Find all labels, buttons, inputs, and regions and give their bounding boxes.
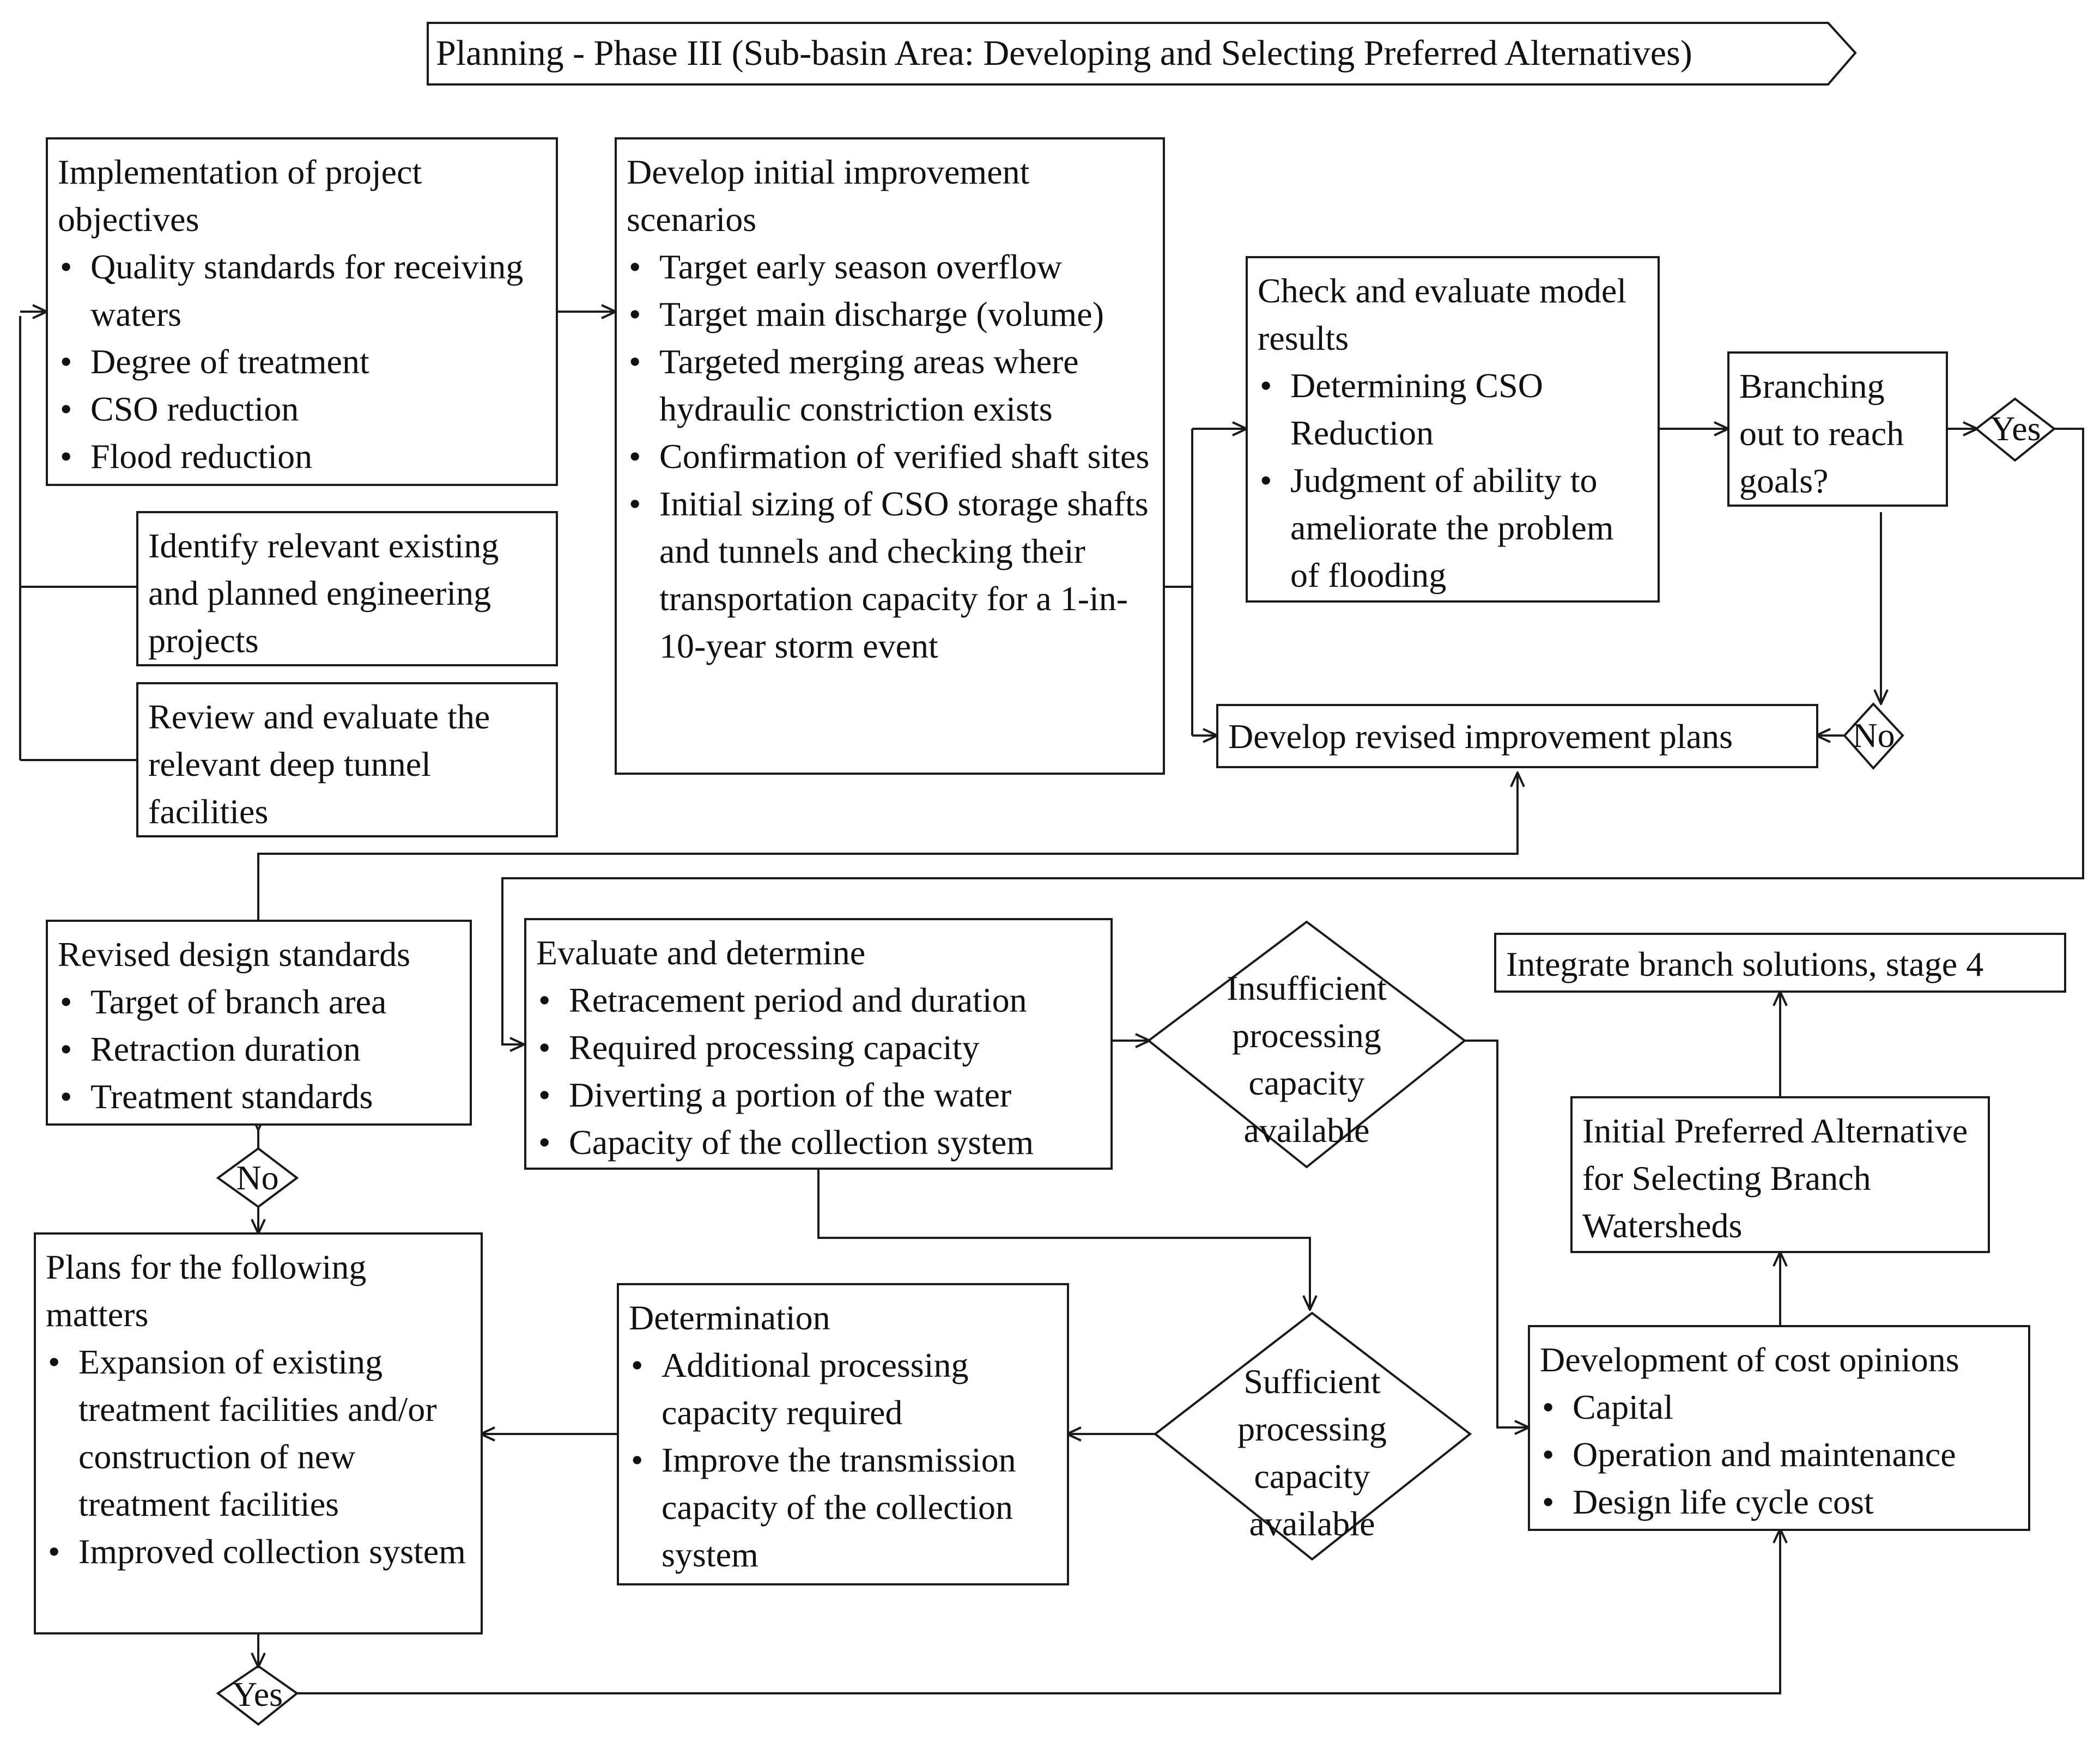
connector-insufficient-to-cost bbox=[1465, 1040, 1528, 1427]
cost-opinions-item: Capital bbox=[1540, 1383, 2018, 1431]
insufficient-label: Insufficient processing capacity availab… bbox=[1227, 969, 1387, 1150]
decision-sufficient bbox=[1153, 1311, 1472, 1561]
objectives-title: Implementation of project objectives bbox=[58, 153, 422, 239]
check-title: Check and evaluate model results bbox=[1258, 271, 1627, 357]
initial-scenarios-box: Develop initial improvement scenarios Ta… bbox=[615, 137, 1165, 775]
determination-title: Determination bbox=[629, 1298, 830, 1337]
evaluate-list: Retracement period and duration Required… bbox=[536, 976, 1101, 1166]
initial-scenarios-item: Target early season overflow bbox=[627, 243, 1153, 290]
decision-no-left bbox=[216, 1147, 299, 1208]
evaluate-item: Retracement period and duration bbox=[536, 976, 1101, 1024]
objectives-item: Degree of treatment bbox=[58, 338, 546, 385]
banner-title: Planning - Phase III (Sub-basin Area: De… bbox=[436, 33, 1692, 73]
revised-standards-item: Target of branch area bbox=[58, 978, 460, 1025]
evaluate-title: Evaluate and determine bbox=[536, 933, 866, 972]
review-text: Review and evaluate the relevant deep tu… bbox=[148, 697, 490, 831]
decision-yes-top bbox=[1974, 397, 2056, 462]
initial-preferred-text: Initial Preferred Alternative for Select… bbox=[1582, 1111, 1968, 1245]
cost-opinions-list: Capital Operation and maintenance Design… bbox=[1540, 1383, 2018, 1526]
evaluate-item: Diverting a portion of the water bbox=[536, 1071, 1101, 1119]
connector-evaluate-to-sufficient bbox=[817, 1169, 1310, 1309]
evaluate-item: Required processing capacity bbox=[536, 1024, 1101, 1071]
revised-plans-text: Develop revised improvement plans bbox=[1228, 717, 1733, 756]
branching-text: Branching out to reach goals? bbox=[1739, 367, 1904, 500]
objectives-item: CSO reduction bbox=[58, 385, 546, 433]
decision-yes-bottom bbox=[216, 1664, 299, 1726]
determination-box: Determination Additional processing capa… bbox=[617, 1283, 1069, 1585]
revised-standards-box: Revised design standards Target of branc… bbox=[46, 920, 472, 1126]
revised-standards-title: Revised design standards bbox=[58, 935, 410, 974]
initial-scenarios-list: Target early season overflow Target main… bbox=[627, 243, 1153, 670]
connector-yes-route bbox=[501, 428, 2084, 1044]
initial-preferred-box: Initial Preferred Alternative for Select… bbox=[1570, 1096, 1990, 1253]
objectives-item: Quality standards for receiving waters bbox=[58, 243, 546, 338]
evaluate-item: Capacity of the collection system bbox=[536, 1119, 1101, 1166]
objectives-list: Quality standards for receiving waters D… bbox=[58, 243, 546, 480]
revised-standards-list: Target of branch area Retraction duratio… bbox=[58, 978, 460, 1120]
check-item: Judgment of ability to ameliorate the pr… bbox=[1258, 457, 1648, 599]
plans-following-item: Expansion of existing treatment faciliti… bbox=[46, 1338, 471, 1528]
no-top-label: No bbox=[1852, 716, 1895, 755]
cost-opinions-item: Design life cycle cost bbox=[1540, 1478, 2018, 1526]
initial-scenarios-title: Develop initial improvement scenarios bbox=[627, 153, 1030, 239]
revised-standards-item: Treatment standards bbox=[58, 1073, 460, 1120]
no-left-label: No bbox=[236, 1158, 279, 1197]
plans-following-title: Plans for the following matters bbox=[46, 1248, 367, 1334]
determination-item: Improve the transmission capacity of the… bbox=[629, 1436, 1057, 1578]
determination-list: Additional processing capacity required … bbox=[629, 1341, 1057, 1578]
yes-bottom-label: Yes bbox=[232, 1675, 283, 1713]
sufficient-label: Sufficient processing capacity available bbox=[1237, 1362, 1387, 1543]
check-list: Determining CSO Reduction Judgment of ab… bbox=[1258, 362, 1648, 599]
integrate-box: Integrate branch solutions, stage 4 bbox=[1494, 933, 2066, 993]
plans-following-list: Expansion of existing treatment faciliti… bbox=[46, 1338, 471, 1575]
objectives-box: Implementation of project objectives Qua… bbox=[46, 137, 558, 486]
plans-following-item: Improved collection system bbox=[46, 1528, 471, 1575]
evaluate-box: Evaluate and determine Retracement perio… bbox=[524, 918, 1113, 1170]
yes-top-label: Yes bbox=[1990, 409, 2041, 448]
cost-opinions-title: Development of cost opinions bbox=[1540, 1340, 1959, 1379]
review-box: Review and evaluate the relevant deep tu… bbox=[136, 682, 558, 837]
revised-plans-box: Develop revised improvement plans bbox=[1216, 704, 1818, 768]
initial-scenarios-item: Confirmation of verified shaft sites bbox=[627, 433, 1153, 480]
decision-insufficient bbox=[1146, 920, 1467, 1169]
initial-scenarios-item: Initial sizing of CSO storage shafts and… bbox=[627, 480, 1153, 670]
check-box: Check and evaluate model results Determi… bbox=[1246, 256, 1660, 603]
initial-scenarios-item: Targeted merging areas where hydraulic c… bbox=[627, 338, 1153, 433]
plans-following-box: Plans for the following matters Expansio… bbox=[34, 1232, 483, 1634]
cost-opinions-box: Development of cost opinions Capital Ope… bbox=[1528, 1325, 2030, 1531]
connector-yes-to-cost bbox=[297, 1530, 1780, 1694]
integrate-text: Integrate branch solutions, stage 4 bbox=[1506, 945, 1984, 983]
determination-item: Additional processing capacity required bbox=[629, 1341, 1057, 1436]
decision-no-top bbox=[1843, 702, 1904, 770]
identify-box: Identify relevant existing and planned e… bbox=[136, 511, 558, 666]
initial-scenarios-item: Target main discharge (volume) bbox=[627, 290, 1153, 338]
revised-standards-item: Retraction duration bbox=[58, 1025, 460, 1073]
branching-box: Branching out to reach goals? bbox=[1727, 351, 1948, 507]
check-item: Determining CSO Reduction bbox=[1258, 362, 1648, 457]
objectives-item: Flood reduction bbox=[58, 433, 546, 480]
identify-text: Identify relevant existing and planned e… bbox=[148, 526, 499, 660]
cost-opinions-item: Operation and maintenance bbox=[1540, 1431, 2018, 1478]
banner-shape bbox=[427, 22, 1857, 86]
connector-revised-to-standards bbox=[257, 774, 1518, 920]
